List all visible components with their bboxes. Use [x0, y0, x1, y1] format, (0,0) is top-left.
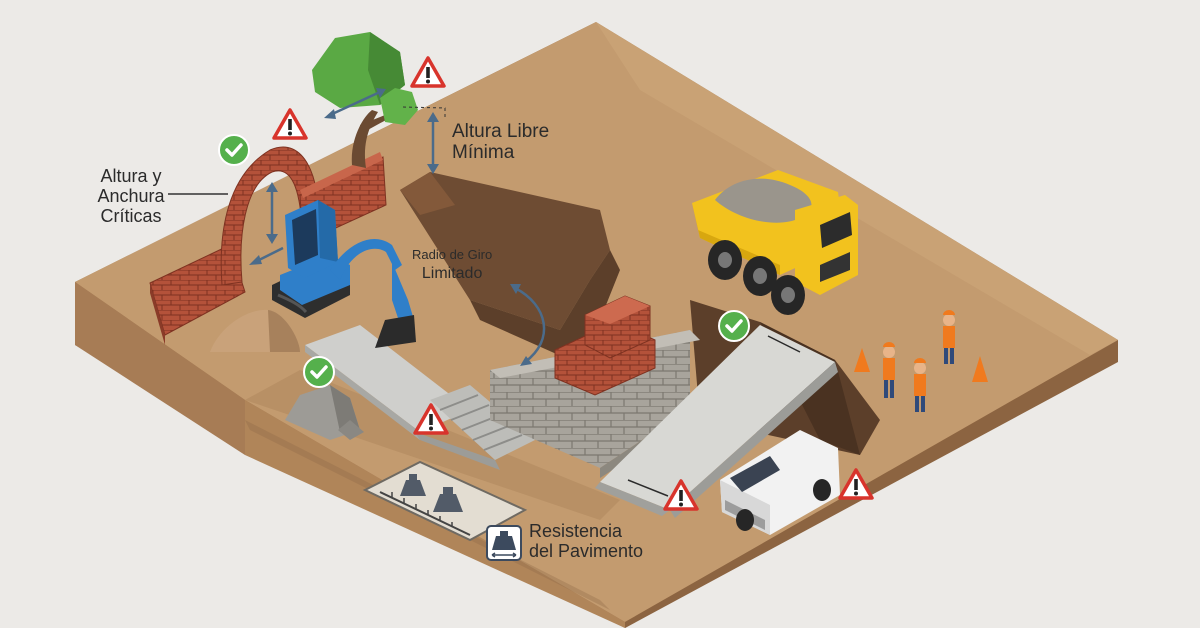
measurement-arrows: [249, 88, 546, 366]
rocks: [285, 385, 364, 440]
worker-3: [943, 310, 955, 364]
van: [720, 430, 840, 535]
check-icon: [302, 355, 336, 389]
pavement-resistance-line-1: Resistencia: [529, 521, 623, 541]
check-icon: [717, 309, 751, 343]
workers: [854, 310, 988, 412]
turning-radius-arrow: [514, 286, 546, 364]
sand-pile: [210, 309, 300, 352]
brick-arch: [149, 146, 387, 345]
traffic-cone: [854, 348, 870, 372]
tree-clearance-arrow: [329, 90, 381, 117]
turning-radius-line-2: Limitado: [421, 264, 483, 282]
worker-1: [883, 342, 895, 398]
clearance-height-line-2: Mínima: [452, 142, 515, 164]
critical-dimensions-line-3: Críticas: [100, 206, 162, 227]
weight-icon: [486, 525, 522, 561]
pavement-resistance-line-2: del Pavimento: [529, 541, 644, 562]
excavator: [272, 200, 416, 348]
right-ramp: [595, 325, 838, 518]
clearance-height-line-1: Altura Libre: [452, 121, 550, 142]
worker-2: [914, 358, 926, 412]
traffic-cone: [972, 356, 988, 382]
clearance-height-label: Altura Libre Mínima: [452, 121, 549, 164]
critical-dimensions-line-2: Anchura: [97, 186, 165, 207]
pavement-scale: [362, 460, 528, 542]
critical-dimensions-label: Altura y Anchura Críticas: [88, 166, 174, 226]
critical-dimensions-line-1: Altura y: [100, 166, 162, 186]
turning-radius-line-1: Radio de Giro: [412, 247, 493, 262]
pavement-resistance-label: Resistencia del Pavimento: [529, 521, 643, 561]
check-icon: [217, 133, 251, 167]
dump-truck: [692, 170, 858, 315]
warning-icon: [410, 56, 446, 88]
brick-pile: [554, 295, 656, 396]
clearance-leader: [402, 106, 446, 118]
warning-icon: [272, 108, 308, 140]
turning-radius-label: Radio de Giro Limitado: [412, 247, 493, 282]
